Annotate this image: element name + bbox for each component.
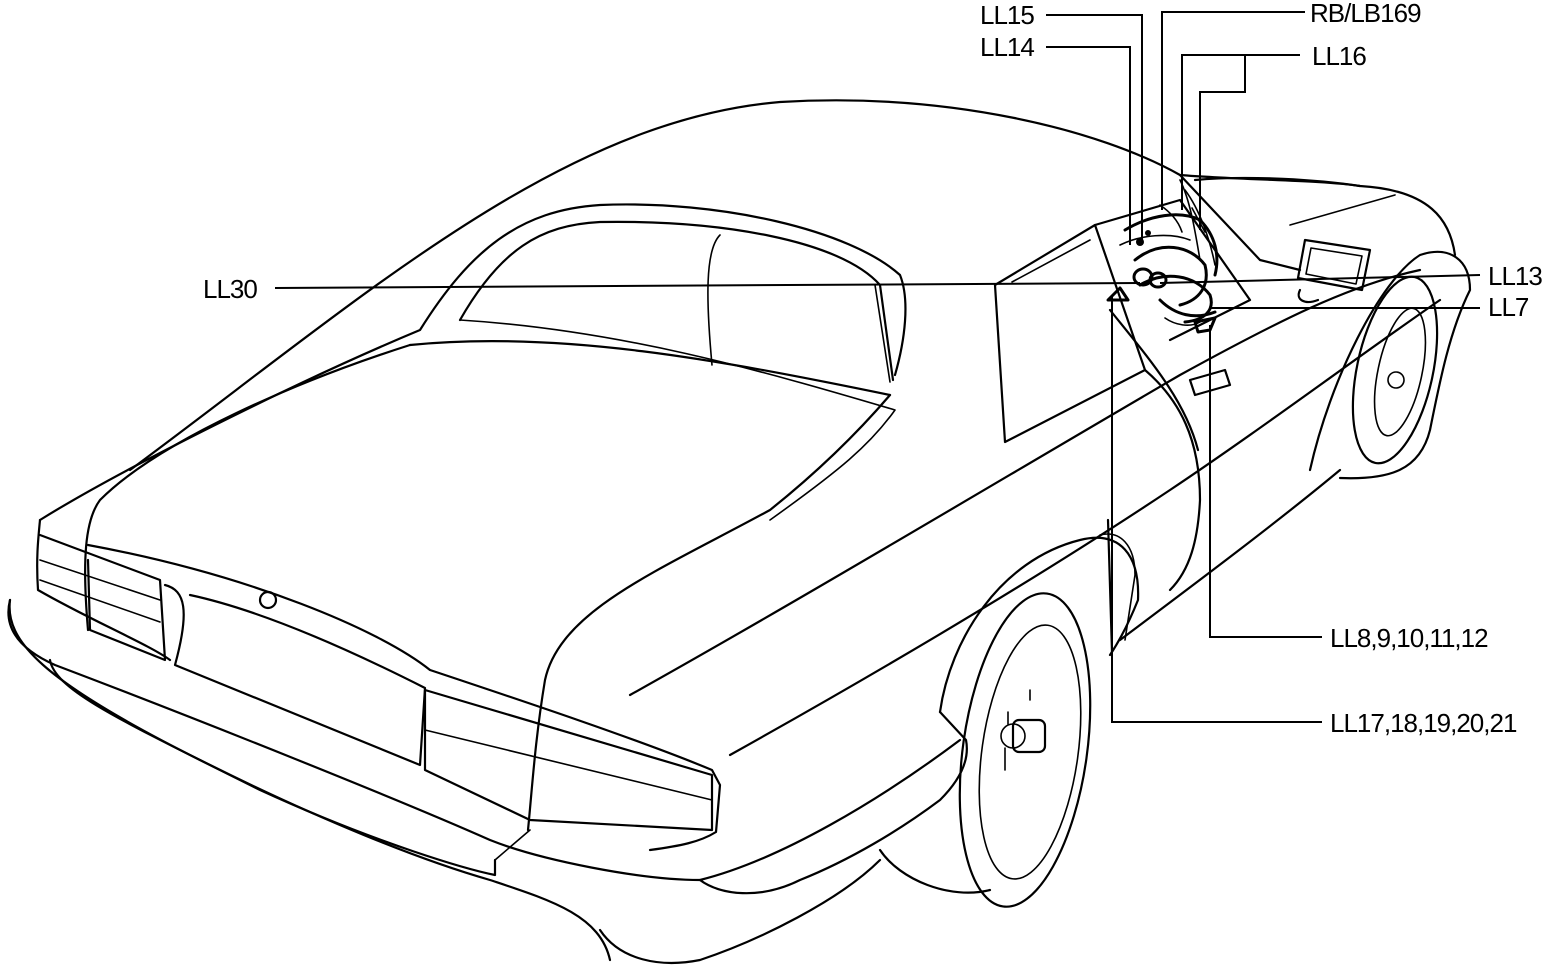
- quarter-window-inner: [1011, 239, 1091, 283]
- leader-ll13: [1159, 274, 1481, 284]
- label-ll14: LL14: [980, 32, 1034, 62]
- front-wheel-arch: [1308, 250, 1472, 480]
- leader-ll17-21: [1111, 295, 1322, 723]
- rear-arch-lip: [1099, 533, 1136, 641]
- bumper-under: [598, 858, 882, 964]
- rear-window-inner-edge: [874, 284, 891, 383]
- rear-bumper-end: [698, 710, 968, 895]
- rear-tire: [958, 592, 1092, 908]
- rear-tire-outer: [878, 848, 992, 894]
- leader-ll16: [1181, 54, 1300, 230]
- c-pillar-outline: [38, 203, 907, 522]
- door-rear-edge: [1143, 368, 1202, 592]
- label-ll15: LL15: [980, 0, 1034, 30]
- a-pillar: [1178, 173, 1302, 272]
- side-upper-line: [628, 268, 1422, 697]
- side-mirror-inner: [1305, 247, 1363, 285]
- rear-bumper-lower: [48, 658, 497, 877]
- front-tire: [1351, 275, 1439, 465]
- car-outline: [7, 99, 1472, 964]
- rear-wheel-arch: [938, 536, 1140, 714]
- label-rb-lb169: RB/LB169: [1310, 0, 1421, 28]
- mirror-base: [1297, 288, 1320, 304]
- taillight-left-divide: [39, 559, 161, 623]
- deck-lid-top: [408, 339, 892, 397]
- taillight-right-divide: [424, 729, 713, 801]
- leader-lines: [274, 11, 1481, 723]
- front-wheel-rim: [1373, 307, 1427, 437]
- deck-lid-left: [84, 343, 412, 632]
- leader-ll8-12: [1209, 325, 1322, 638]
- leader-rb-lb169: [1161, 11, 1305, 210]
- door-handle: [1188, 368, 1232, 397]
- callout-labels: LL15 RB/LB169 LL14 LL16 LL30 LL13 LL7 LL…: [203, 0, 1543, 738]
- key-lock: [258, 590, 278, 610]
- label-ll16: LL16: [1312, 41, 1366, 71]
- taillight-left: [38, 533, 167, 662]
- taillight-right: [423, 688, 714, 832]
- rocker-line: [1118, 468, 1342, 642]
- bumper-seam: [494, 829, 531, 861]
- rear-bumper-bottom: [8, 598, 612, 962]
- side-lower-line: [728, 298, 1442, 757]
- rear-bumper-top: [7, 598, 962, 882]
- license-recess: [163, 583, 427, 767]
- rear-tire-sidewall: [978, 624, 1082, 880]
- front-wheel-hub: [1387, 371, 1405, 389]
- hood-line: [1289, 194, 1396, 226]
- door-shut-line: [1108, 308, 1200, 452]
- leader-ll15: [1046, 14, 1143, 240]
- side-mirror: [1296, 238, 1372, 292]
- rear-window-seam: [707, 234, 721, 366]
- windshield-edge: [1193, 176, 1457, 257]
- leader-ll30: [274, 282, 1141, 289]
- label-ll7: LL7: [1488, 292, 1529, 322]
- label-ll30: LL30: [203, 274, 257, 304]
- deck-lid-inner: [459, 319, 896, 521]
- rear-window: [458, 220, 895, 382]
- label-ll8-12: LL8,9,10,11,12: [1330, 623, 1488, 653]
- rear-wheel-hub: [1000, 689, 1047, 771]
- tail-panel-top: [36, 518, 172, 662]
- leader-ll14: [1046, 46, 1131, 245]
- deck-lid-right: [526, 393, 892, 832]
- label-ll13: LL13: [1488, 261, 1542, 291]
- label-ll17-21: LL17,18,19,20,21: [1330, 708, 1517, 738]
